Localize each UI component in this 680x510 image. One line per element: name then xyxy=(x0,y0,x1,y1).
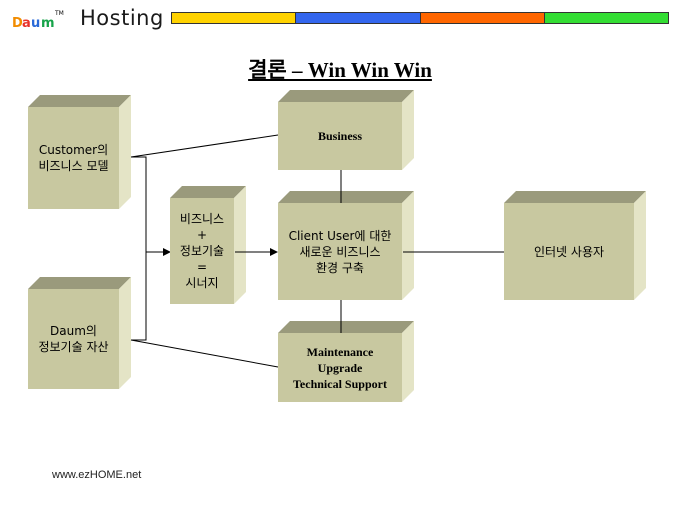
business-box: Business xyxy=(278,102,402,170)
customer-box-side-face xyxy=(119,95,131,209)
color-segment-green xyxy=(544,13,668,23)
customer-box-top-face xyxy=(28,95,131,107)
maintenance-box: Maintenance Upgrade Technical Support xyxy=(278,333,402,402)
connector-bracket xyxy=(131,156,147,341)
header-color-bar xyxy=(171,12,669,24)
customer-label: Customer의 비즈니스 모델 xyxy=(38,143,109,173)
synergy-label: 비즈니스 + 정보기술 = 시너지 xyxy=(179,212,225,290)
maintenance-box-side-face xyxy=(402,321,414,402)
connector-customer-business xyxy=(130,134,279,158)
slide-title: 결론 – Win Win Win xyxy=(248,58,432,82)
internet-users-box: 인터넷 사용자 xyxy=(504,203,634,300)
color-segment-orange xyxy=(420,13,545,23)
business-label: Business xyxy=(317,129,363,143)
daum-box-top-face xyxy=(28,277,131,289)
daum-box: Daum의 정보기술 자산 xyxy=(28,289,119,389)
footer-url: www.ezHOME.net xyxy=(52,469,142,481)
business-box-side-face xyxy=(402,90,414,170)
business-box-top-face xyxy=(278,90,414,102)
svg-text:u: u xyxy=(31,16,40,31)
daum-label: Daum의 정보기술 자산 xyxy=(38,324,109,354)
brand-title: Hosting xyxy=(80,6,164,30)
client-box-top-face xyxy=(278,191,414,203)
synergy-box-side-face xyxy=(234,186,246,304)
svg-text:a: a xyxy=(22,16,31,31)
internet-users-label: 인터넷 사용자 xyxy=(533,244,605,259)
svg-text:TM: TM xyxy=(54,10,64,17)
customer-box: Customer의 비즈니스 모델 xyxy=(28,107,119,209)
client-box-side-face xyxy=(402,191,414,300)
color-segment-blue xyxy=(296,13,421,23)
client-label: Client User에 대한 새로운 비즈니스 환경 구축 xyxy=(288,228,392,275)
svg-text:D: D xyxy=(12,16,23,31)
internet-box-side-face xyxy=(634,191,646,300)
internet-box-top-face xyxy=(504,191,646,203)
maintenance-box-top-face xyxy=(278,321,414,333)
maintenance-label: Maintenance Upgrade Technical Support xyxy=(293,344,387,391)
daum-box-side-face xyxy=(119,277,131,389)
connector-daum-maintenance xyxy=(130,339,279,368)
svg-text:m: m xyxy=(41,16,55,31)
color-segment-yellow xyxy=(172,13,297,23)
synergy-box: 비즈니스 + 정보기술 = 시너지 xyxy=(170,198,234,304)
daum-logo: D a u m TM xyxy=(12,10,64,31)
client-box: Client User에 대한 새로운 비즈니스 환경 구축 xyxy=(278,203,402,300)
synergy-box-top-face xyxy=(170,186,246,198)
